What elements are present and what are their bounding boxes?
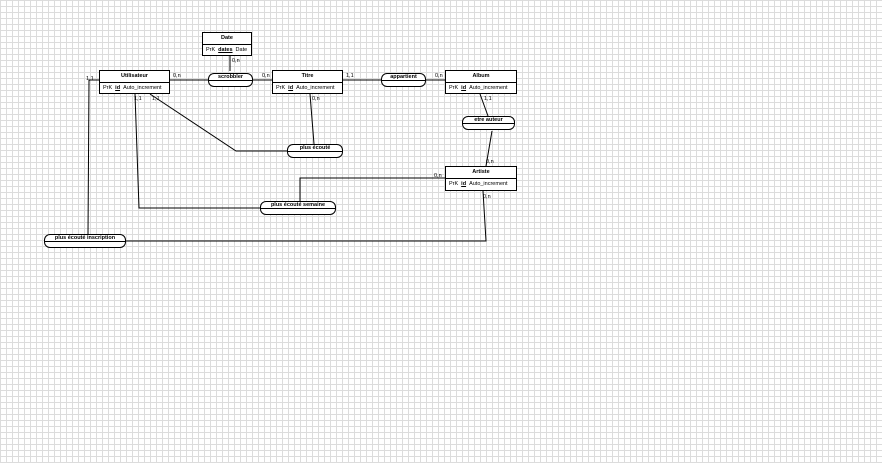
association-etre-auteur[interactable]: etre auteur [462,116,515,130]
key-type: Auto_increment [469,85,508,91]
entity-title: Utilisateur [100,71,169,83]
cardinality-label: 1,1 [152,96,160,102]
pk-label: PrK [449,181,459,187]
association-plus-ecoute-inscription[interactable]: plus écouté inscription [44,234,126,248]
key-name: dates [218,47,233,53]
cardinality-label: 0,n [262,73,270,79]
cardinality-label: 0,n [232,58,240,64]
cardinality-label: 0,n [434,173,442,179]
association-label: scrobbler [217,74,244,80]
key-type: Auto_increment [469,181,508,187]
cardinality-label: 1,1 [86,76,94,82]
association-label: plus écouté semaine [270,202,326,208]
cardinality-label: 0,n [312,96,320,102]
key-name: id [115,85,121,91]
association-label: plus écouté [299,145,331,151]
association-label: appartient [390,74,417,80]
association-plus-ecoute-semaine[interactable]: plus écouté semaine [260,201,336,215]
key-name: id [461,181,467,187]
pk-label: PrK [449,85,459,91]
association-label: plus écouté inscription [54,235,116,241]
association-scrobbler[interactable]: scrobbler [208,73,253,87]
key-name: id [288,85,294,91]
cardinality-label: 1,1 [346,73,354,79]
entity-title: Artiste [446,167,516,179]
pk-label: PrK [206,47,216,53]
key-type: Auto_increment [296,85,335,91]
cardinality-label: 1,1 [484,96,492,102]
entity-title: Titre [273,71,342,83]
key-type: Auto_increment [123,85,162,91]
cardinality-label: 0,n [173,73,181,79]
association-label: etre auteur [474,117,503,123]
cardinality-label: 0,n [483,194,491,200]
association-appartient[interactable]: appartient [381,73,426,87]
key-type: Date [235,47,248,53]
key-name: id [461,85,467,91]
cardinality-label: 0,n [486,159,494,165]
cardinality-label: 0,n [435,73,443,79]
entity-title: Date [203,33,251,45]
cardinality-label: 1,1 [134,96,142,102]
entity-title: Album [446,71,516,83]
pk-label: PrK [276,85,286,91]
pk-label: PrK [103,85,113,91]
association-plus-ecoute[interactable]: plus écouté [287,144,343,158]
